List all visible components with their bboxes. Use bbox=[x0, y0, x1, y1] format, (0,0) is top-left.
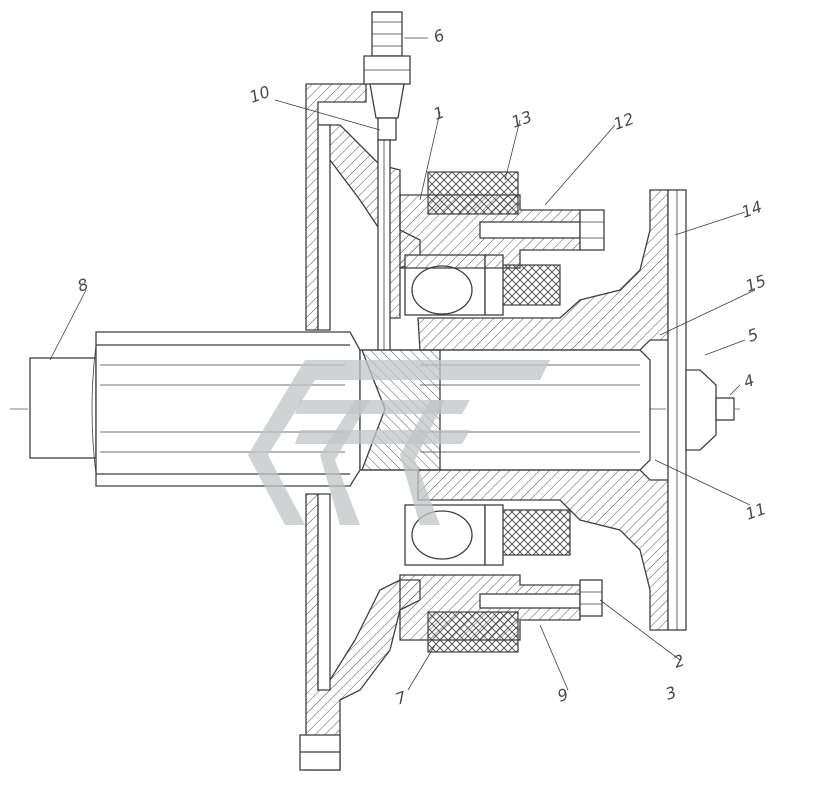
callout-2: 2 bbox=[671, 650, 687, 671]
callout-13: 13 bbox=[509, 107, 535, 132]
callout-5: 5 bbox=[745, 324, 761, 345]
oil-fitting bbox=[363, 11, 411, 369]
callout-12: 12 bbox=[611, 109, 637, 134]
bolt-lower bbox=[479, 579, 603, 617]
housing-flange bbox=[299, 83, 421, 771]
callout-4: 4 bbox=[741, 370, 757, 391]
callout-7: 7 bbox=[393, 687, 410, 709]
watermark-logo bbox=[248, 360, 550, 525]
collar-upper bbox=[399, 171, 581, 269]
leaders bbox=[49, 37, 756, 691]
callout-1: 1 bbox=[431, 102, 447, 123]
callout-15: 15 bbox=[743, 271, 769, 296]
callout-10: 10 bbox=[247, 82, 273, 107]
callout-9: 9 bbox=[555, 684, 571, 705]
bolt-upper bbox=[479, 209, 605, 251]
callout-3: 3 bbox=[663, 682, 679, 703]
callout-14: 14 bbox=[739, 197, 765, 222]
hub bbox=[417, 189, 735, 631]
callout-6: 6 bbox=[431, 25, 447, 46]
collar-lower bbox=[399, 574, 581, 653]
callout-8: 8 bbox=[75, 274, 91, 295]
callout-11: 11 bbox=[743, 499, 769, 524]
